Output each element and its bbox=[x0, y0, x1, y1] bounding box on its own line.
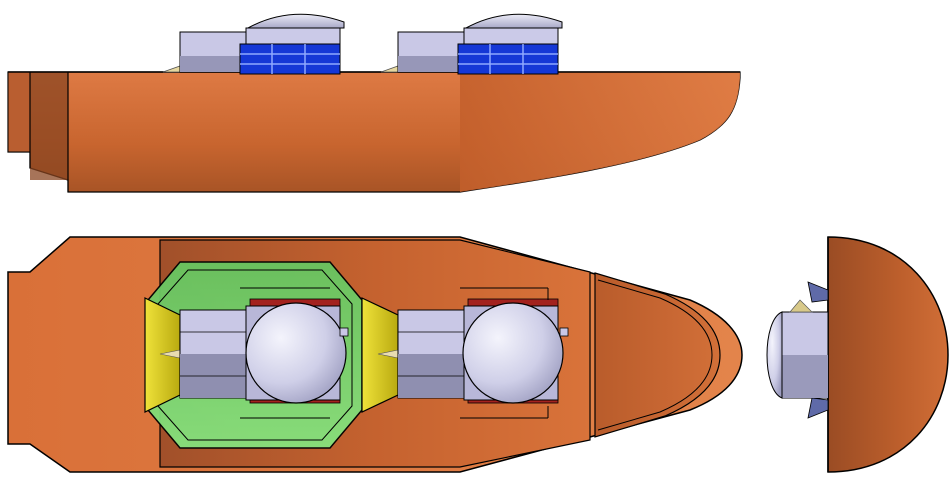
side-solar-panel-2 bbox=[457, 43, 559, 75]
end-module bbox=[766, 281, 829, 419]
top-yellow-cone-1 bbox=[144, 297, 181, 413]
side-stern-block bbox=[7, 71, 31, 153]
top-view bbox=[7, 236, 743, 473]
side-hull-nose bbox=[460, 72, 740, 192]
top-dome-1 bbox=[245, 302, 347, 404]
end-hull-dome bbox=[827, 236, 949, 473]
side-module-2 bbox=[380, 13, 563, 75]
top-yellow-cone-2 bbox=[361, 297, 399, 413]
side-view bbox=[7, 13, 741, 193]
side-stern-transition bbox=[30, 72, 68, 180]
side-module-1 bbox=[162, 13, 345, 75]
top-module-1 bbox=[179, 287, 349, 419]
end-view bbox=[766, 236, 949, 473]
side-solar-panel-1 bbox=[239, 43, 341, 75]
top-module-2 bbox=[397, 287, 569, 419]
top-dome-2 bbox=[462, 302, 564, 404]
